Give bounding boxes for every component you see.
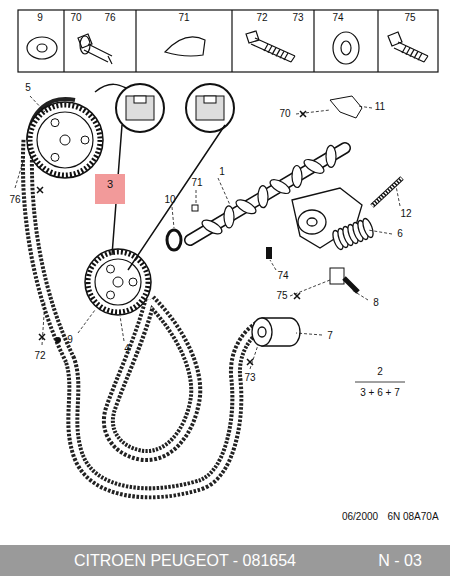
callout-number: 4 (124, 344, 130, 354)
cross-marker (300, 111, 306, 117)
leader-line (396, 186, 400, 206)
table-cell: 9 (37, 13, 43, 23)
leader-line (355, 382, 405, 383)
callout-number: 72 (34, 351, 45, 361)
table-cell: 72 (256, 13, 267, 23)
dot-marker (55, 337, 61, 343)
bolt (330, 268, 358, 292)
washer (266, 247, 272, 259)
table-cell: 75 (404, 13, 415, 23)
table-cell: 70 (70, 13, 81, 23)
leader-line (270, 260, 276, 270)
cross-marker (37, 187, 43, 193)
tensioner (292, 188, 375, 251)
clip-plate (330, 96, 362, 118)
highlight-box: 3 (95, 174, 125, 204)
footer-band (0, 545, 450, 576)
crankshaft-sprocket (85, 249, 151, 315)
callout-number: 7 (327, 331, 333, 341)
cross-marker (39, 334, 45, 340)
reference-code: 06/2000 (342, 512, 378, 522)
callout-number: 74 (277, 271, 288, 281)
leader-line (296, 333, 322, 335)
table-cell: 74 (332, 13, 343, 23)
leader-line (172, 207, 174, 228)
callout-number: 71 (191, 178, 202, 188)
callout-number: 2 (377, 367, 383, 377)
reference-code: N - 03 (378, 553, 422, 569)
callout-number: 70 (279, 109, 290, 119)
leader-line (120, 316, 124, 341)
timing-belt-inner (27, 140, 262, 493)
callout-number: 12 (400, 209, 411, 219)
idler-pulley (252, 318, 300, 346)
callout-number: 3 + 6 + 7 (360, 388, 399, 398)
leader-line (15, 155, 25, 188)
callout-number: 8 (373, 298, 379, 308)
leader-line (352, 290, 368, 300)
oil-seal (167, 230, 181, 250)
camshaft-sprocket (27, 102, 103, 178)
callout-number: 75 (276, 291, 287, 301)
callout-number: 5 (25, 83, 31, 93)
leader-line (196, 190, 197, 203)
table-cell: 71 (178, 13, 189, 23)
callout-number: 10 (164, 195, 175, 205)
leader-line (95, 84, 225, 270)
leader-line (358, 106, 372, 108)
callout-number: 11 (375, 102, 385, 112)
leader-line (250, 345, 258, 369)
callout-number: 76 (9, 195, 20, 205)
leader-line (218, 178, 230, 205)
callout-number: 1 (219, 167, 225, 177)
cross-marker (294, 293, 300, 299)
leader-line (30, 96, 45, 112)
callout-number: 9 (67, 335, 73, 345)
parts-strip (18, 10, 438, 72)
table-cell: 76 (104, 13, 115, 23)
leader-line (368, 230, 392, 234)
key-symbol (192, 205, 198, 211)
caption: CITROEN PEUGEOT - 081654 (74, 553, 296, 569)
timing-belt (27, 140, 262, 493)
cross-marker (247, 359, 253, 365)
leader-line (78, 310, 95, 333)
callout-number: 6 (397, 229, 403, 239)
callout-number: 3 (95, 174, 125, 190)
stud (372, 178, 402, 206)
callout-number: 73 (244, 373, 255, 383)
leader-line (290, 280, 330, 296)
reference-code: 6N 08A70A (387, 512, 438, 522)
table-cell: 73 (292, 13, 303, 23)
detail-view (186, 84, 234, 132)
detail-view (116, 84, 164, 132)
